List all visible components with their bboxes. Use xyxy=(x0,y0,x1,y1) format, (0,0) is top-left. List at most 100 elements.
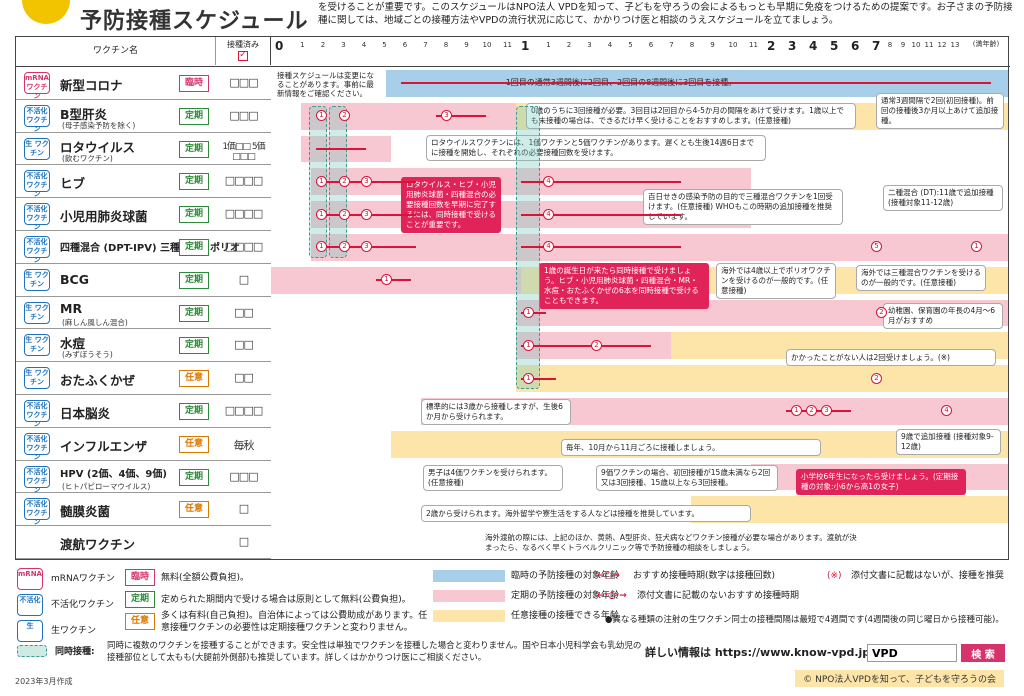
rec-arrow xyxy=(521,377,556,380)
vaccine-tag: 定期 xyxy=(179,239,209,256)
note-covid_left: 接種スケジュールは変更になることがあります。事前に最新情報をご確認ください。 xyxy=(277,71,374,98)
rec-dot-icon: 1 xyxy=(523,339,534,351)
note-je_right: 9歳で追加接種 (接種対象9-12歳) xyxy=(896,429,1001,455)
vaccine-name: 髄膜炎菌 xyxy=(60,504,111,520)
rec-dot-icon: 1 xyxy=(381,274,392,286)
month-tick: 9 xyxy=(464,41,469,49)
vaccine-type-icon: 生 ワクチン xyxy=(24,137,50,160)
note-hepb: 0歳のうちに3回接種が必要。3回目は2回目から4-5か月の間隔をあけて受けます。… xyxy=(526,103,856,129)
year-tick: 4 xyxy=(809,39,818,53)
search-input[interactable] xyxy=(867,644,957,662)
vaccine-name: BCG xyxy=(60,271,89,287)
rec-dot-icon: 3 xyxy=(441,110,452,122)
inact-badge-icon: 不活化 xyxy=(17,594,43,616)
legend-teiki-tag: 定期 xyxy=(125,591,155,608)
month-tick: 9 xyxy=(710,41,715,49)
legend-live: 生ワクチン xyxy=(51,626,97,636)
note-hpv2: 9価ワクチンの場合、初回接種が15歳未満なら2回又は3回接種、15歳以上なら3回… xyxy=(596,465,778,491)
legend-interval: ●異なる種類の注射の生ワクチン同士の接種間隔は最短で4週間です(4週間後の同じ曜… xyxy=(605,615,1004,625)
rec-arrow xyxy=(521,213,681,216)
vaccine-type-icon: 不活化 ワクチン xyxy=(24,104,50,133)
note-mumps: かかったことがない人は2回受けましょう。(※) xyxy=(786,349,996,366)
month-tick: 1 xyxy=(300,41,305,49)
created-date: 2023年3月作成 xyxy=(15,677,73,686)
vaccine-name: インフルエンザ xyxy=(60,438,148,454)
vaccine-tag: 定期 xyxy=(179,468,209,486)
year-tick-small: 9 xyxy=(900,41,906,49)
vaccine-type-icon: 不活化 ワクチン xyxy=(24,203,50,231)
rec-dot-icon: 2 xyxy=(339,208,350,220)
year-tick: 7 xyxy=(872,39,881,53)
live-badge-icon: 生 xyxy=(17,620,43,642)
schedule-band xyxy=(516,365,1008,392)
col-done-label: 接種済み xyxy=(227,40,259,49)
rec-dotted-icon: ←·○·→ xyxy=(597,591,627,601)
vaccine-type-icon: 生 ワクチン xyxy=(24,301,50,324)
year-tick-small: 10 xyxy=(911,41,921,49)
note-red2: 1歳の誕生日が来たら同時接種で受けましょう。ヒブ・小児用肺炎球菌・四種混合・MR… xyxy=(539,263,709,309)
vaccine-tag: 定期 xyxy=(179,107,209,125)
year-tick: 2 xyxy=(767,39,776,53)
rec-dot-icon: 5 xyxy=(871,241,882,253)
done-boxes: □□□□ xyxy=(224,240,264,253)
table-row: 不活化 ワクチン四種混合 (DPT-IPV) 三種混合・ポリオ定期□□□□ xyxy=(16,231,271,264)
note-pertussis: 百日せきの感染予防の目的で三種混合ワクチンを1回受けます。(任意接種) WHOも… xyxy=(643,189,843,225)
done-boxes: □□ xyxy=(234,371,254,385)
vaccine-name: ロタウイルス xyxy=(60,139,136,155)
vaccine-name: 四種混合 (DPT-IPV) 三種混合・ポリオ xyxy=(60,243,241,254)
vaccine-tag: 定期 xyxy=(179,337,209,355)
year-tick: 1 xyxy=(521,39,530,53)
swatch-blue xyxy=(433,570,505,582)
month-tick: 5 xyxy=(382,41,387,49)
note-hpv1: 男子は4価ワクチンを受けられます。(任意接種) xyxy=(423,465,563,491)
legend-rec: おすすめ接種時期(数字は接種回数) xyxy=(633,571,776,581)
month-tick: 0 xyxy=(275,39,284,53)
month-tick: 6 xyxy=(402,41,408,49)
note-mark: (※) xyxy=(827,571,842,581)
note-mr: 幼稚園、保育園の年長の4月〜6月がおすすめ xyxy=(883,303,1003,329)
rec-dot-icon: 4 xyxy=(941,405,952,417)
table-row: 渡航ワクチン□ xyxy=(16,526,271,559)
month-tick: 3 xyxy=(587,41,592,49)
swatch-yellow xyxy=(433,610,505,622)
vaccine-name: 渡航ワクチン xyxy=(60,537,136,553)
rec-arrow xyxy=(401,82,991,85)
vaccine-name: HPV (2価、4価、9価) xyxy=(60,468,167,480)
month-tick: 6 xyxy=(648,41,654,49)
legend-note: 添付文書に記載はないが、接種を推奨 xyxy=(851,571,1004,581)
vaccine-type-icon: 不活化 ワクチン xyxy=(24,400,50,428)
vaccine-sub: (麻しん風しん混合) xyxy=(62,317,128,327)
table-row: mRNA ワクチン新型コロナ臨時□□□ xyxy=(16,67,271,100)
done-boxes: □□□ xyxy=(229,76,258,89)
month-tick: 8 xyxy=(443,41,449,49)
rec-arrow xyxy=(521,344,651,347)
vaccine-name: B型肝炎 xyxy=(60,106,108,122)
vaccine-sub: (母子感染予防を除く) xyxy=(62,120,136,130)
simul-label: 同時接種: xyxy=(55,647,95,657)
rec-dot-icon: 1 xyxy=(791,405,802,417)
legend-rinji-tag: 臨時 xyxy=(125,569,155,586)
vaccine-type-icon: 不活化 ワクチン xyxy=(24,465,50,494)
done-boxes: □□□ xyxy=(229,469,258,483)
intro-text: を受けることが重要です。このスケジュールはNPO法人 VPDを知って、子どもを守… xyxy=(318,2,1013,26)
rec-dot-icon: 1 xyxy=(316,241,327,253)
rec-arrow xyxy=(521,246,681,249)
col-vaccine: ワクチン名 xyxy=(16,37,216,65)
vaccine-name: MR xyxy=(60,300,83,316)
rec-dot-icon: 3 xyxy=(361,175,372,187)
month-tick: 7 xyxy=(669,41,674,49)
vaccine-tag: 任意 xyxy=(179,435,209,453)
search-button[interactable]: 検 索 xyxy=(961,644,1005,662)
month-tick: 3 xyxy=(341,41,346,49)
month-tick: 5 xyxy=(628,41,633,49)
year-tick-small: 13 xyxy=(950,41,960,49)
vaccine-type-icon: 生 ワクチン xyxy=(24,367,50,390)
rec-arrow xyxy=(521,180,681,183)
note-flu: 毎年、10月から11月ごろに接種しましょう。 xyxy=(561,439,821,456)
